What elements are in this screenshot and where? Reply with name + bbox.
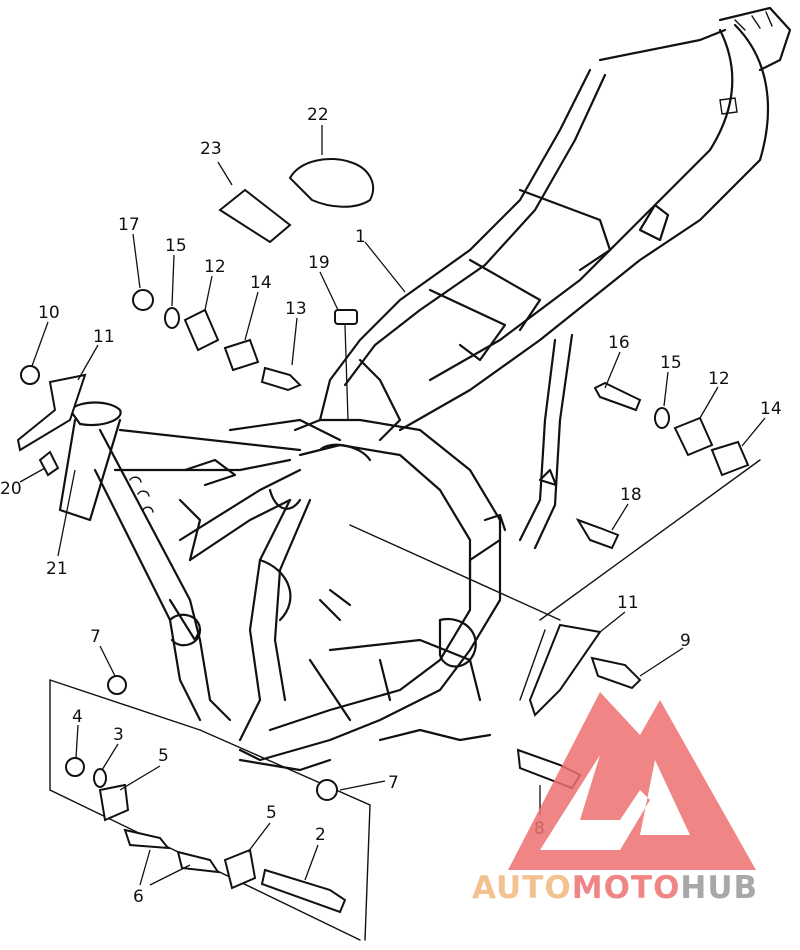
part-20-bracket (38, 450, 60, 477)
part-11-plate-right (528, 623, 602, 717)
part-12-bushing-left (183, 308, 220, 352)
part-22-cover (288, 158, 375, 208)
callout-23: 23 (200, 139, 222, 159)
watermark-triangle-icon (508, 692, 756, 870)
part-15-washer-right (654, 407, 670, 429)
part-12-bushing-right (673, 416, 714, 457)
callout-15-right: 15 (660, 353, 682, 373)
part-5-bracket-left (98, 783, 130, 822)
part-19-pin (334, 309, 358, 325)
callout-20: 20 (0, 479, 22, 499)
part-16-bolt (593, 381, 642, 412)
part-6-bolt-a (123, 828, 171, 850)
callouts: 1 2 3 4 5 5 6 7 7 8 9 10 11 11 12 12 13 … (0, 105, 782, 907)
callout-13: 13 (285, 299, 307, 319)
svg-text:AUTOMOTOHUB: AUTOMOTOHUB (472, 870, 758, 906)
part-11-plate-left (16, 373, 87, 452)
part-23-bracket (218, 188, 292, 244)
hardware-parts (16, 158, 750, 914)
callout-1: 1 (355, 227, 366, 247)
leader-lines (19, 125, 766, 886)
callout-15-left: 15 (165, 236, 187, 256)
callout-7-top: 7 (90, 627, 101, 647)
part-2-long-bolt (260, 868, 347, 914)
callout-21: 21 (46, 559, 68, 579)
part-14-collar-right (710, 440, 750, 477)
callout-14-left: 14 (250, 273, 272, 293)
callout-5-left: 5 (158, 746, 169, 766)
callout-2: 2 (315, 825, 326, 845)
steering-head (58, 401, 302, 722)
callout-17: 17 (118, 215, 140, 235)
callout-11-left: 11 (93, 327, 115, 347)
part-13-bolt (260, 366, 302, 392)
watermark-logo: AUTOMOTOHUB (472, 692, 758, 906)
callout-11-right: 11 (617, 593, 639, 613)
part-5-bracket-right (223, 848, 257, 890)
callout-12-left: 12 (204, 257, 226, 277)
callout-14-right: 14 (760, 399, 782, 419)
part-17-nut (132, 289, 154, 311)
part-7-nut-top (107, 675, 127, 695)
watermark-auto: AUTO (472, 870, 572, 906)
part-4-nut (65, 757, 85, 777)
callout-22: 22 (307, 105, 329, 125)
part-9-bolt (590, 656, 642, 690)
watermark-hub: HUB (680, 870, 758, 906)
callout-18: 18 (620, 485, 642, 505)
part-14-collar-left (223, 338, 260, 372)
callout-16: 16 (608, 333, 630, 353)
callout-4: 4 (72, 707, 83, 727)
watermark-moto: MOTO (572, 870, 681, 906)
part-18-bolt (575, 518, 620, 550)
callout-10: 10 (38, 303, 60, 323)
part-7-nut-bottom (316, 779, 338, 801)
part-10-nut (20, 365, 40, 385)
main-frame (178, 6, 792, 772)
part-15-washer-left (164, 307, 180, 329)
callout-7-bottom: 7 (388, 773, 399, 793)
callout-5-right: 5 (266, 803, 277, 823)
part-3-washer (93, 768, 107, 788)
mount-guides (49, 459, 761, 941)
callout-9: 9 (680, 631, 691, 651)
part-6-bolt-b (176, 850, 221, 874)
callout-3: 3 (113, 725, 124, 745)
callout-19: 19 (308, 253, 330, 273)
callout-12-right: 12 (708, 369, 730, 389)
callout-6: 6 (133, 887, 144, 907)
